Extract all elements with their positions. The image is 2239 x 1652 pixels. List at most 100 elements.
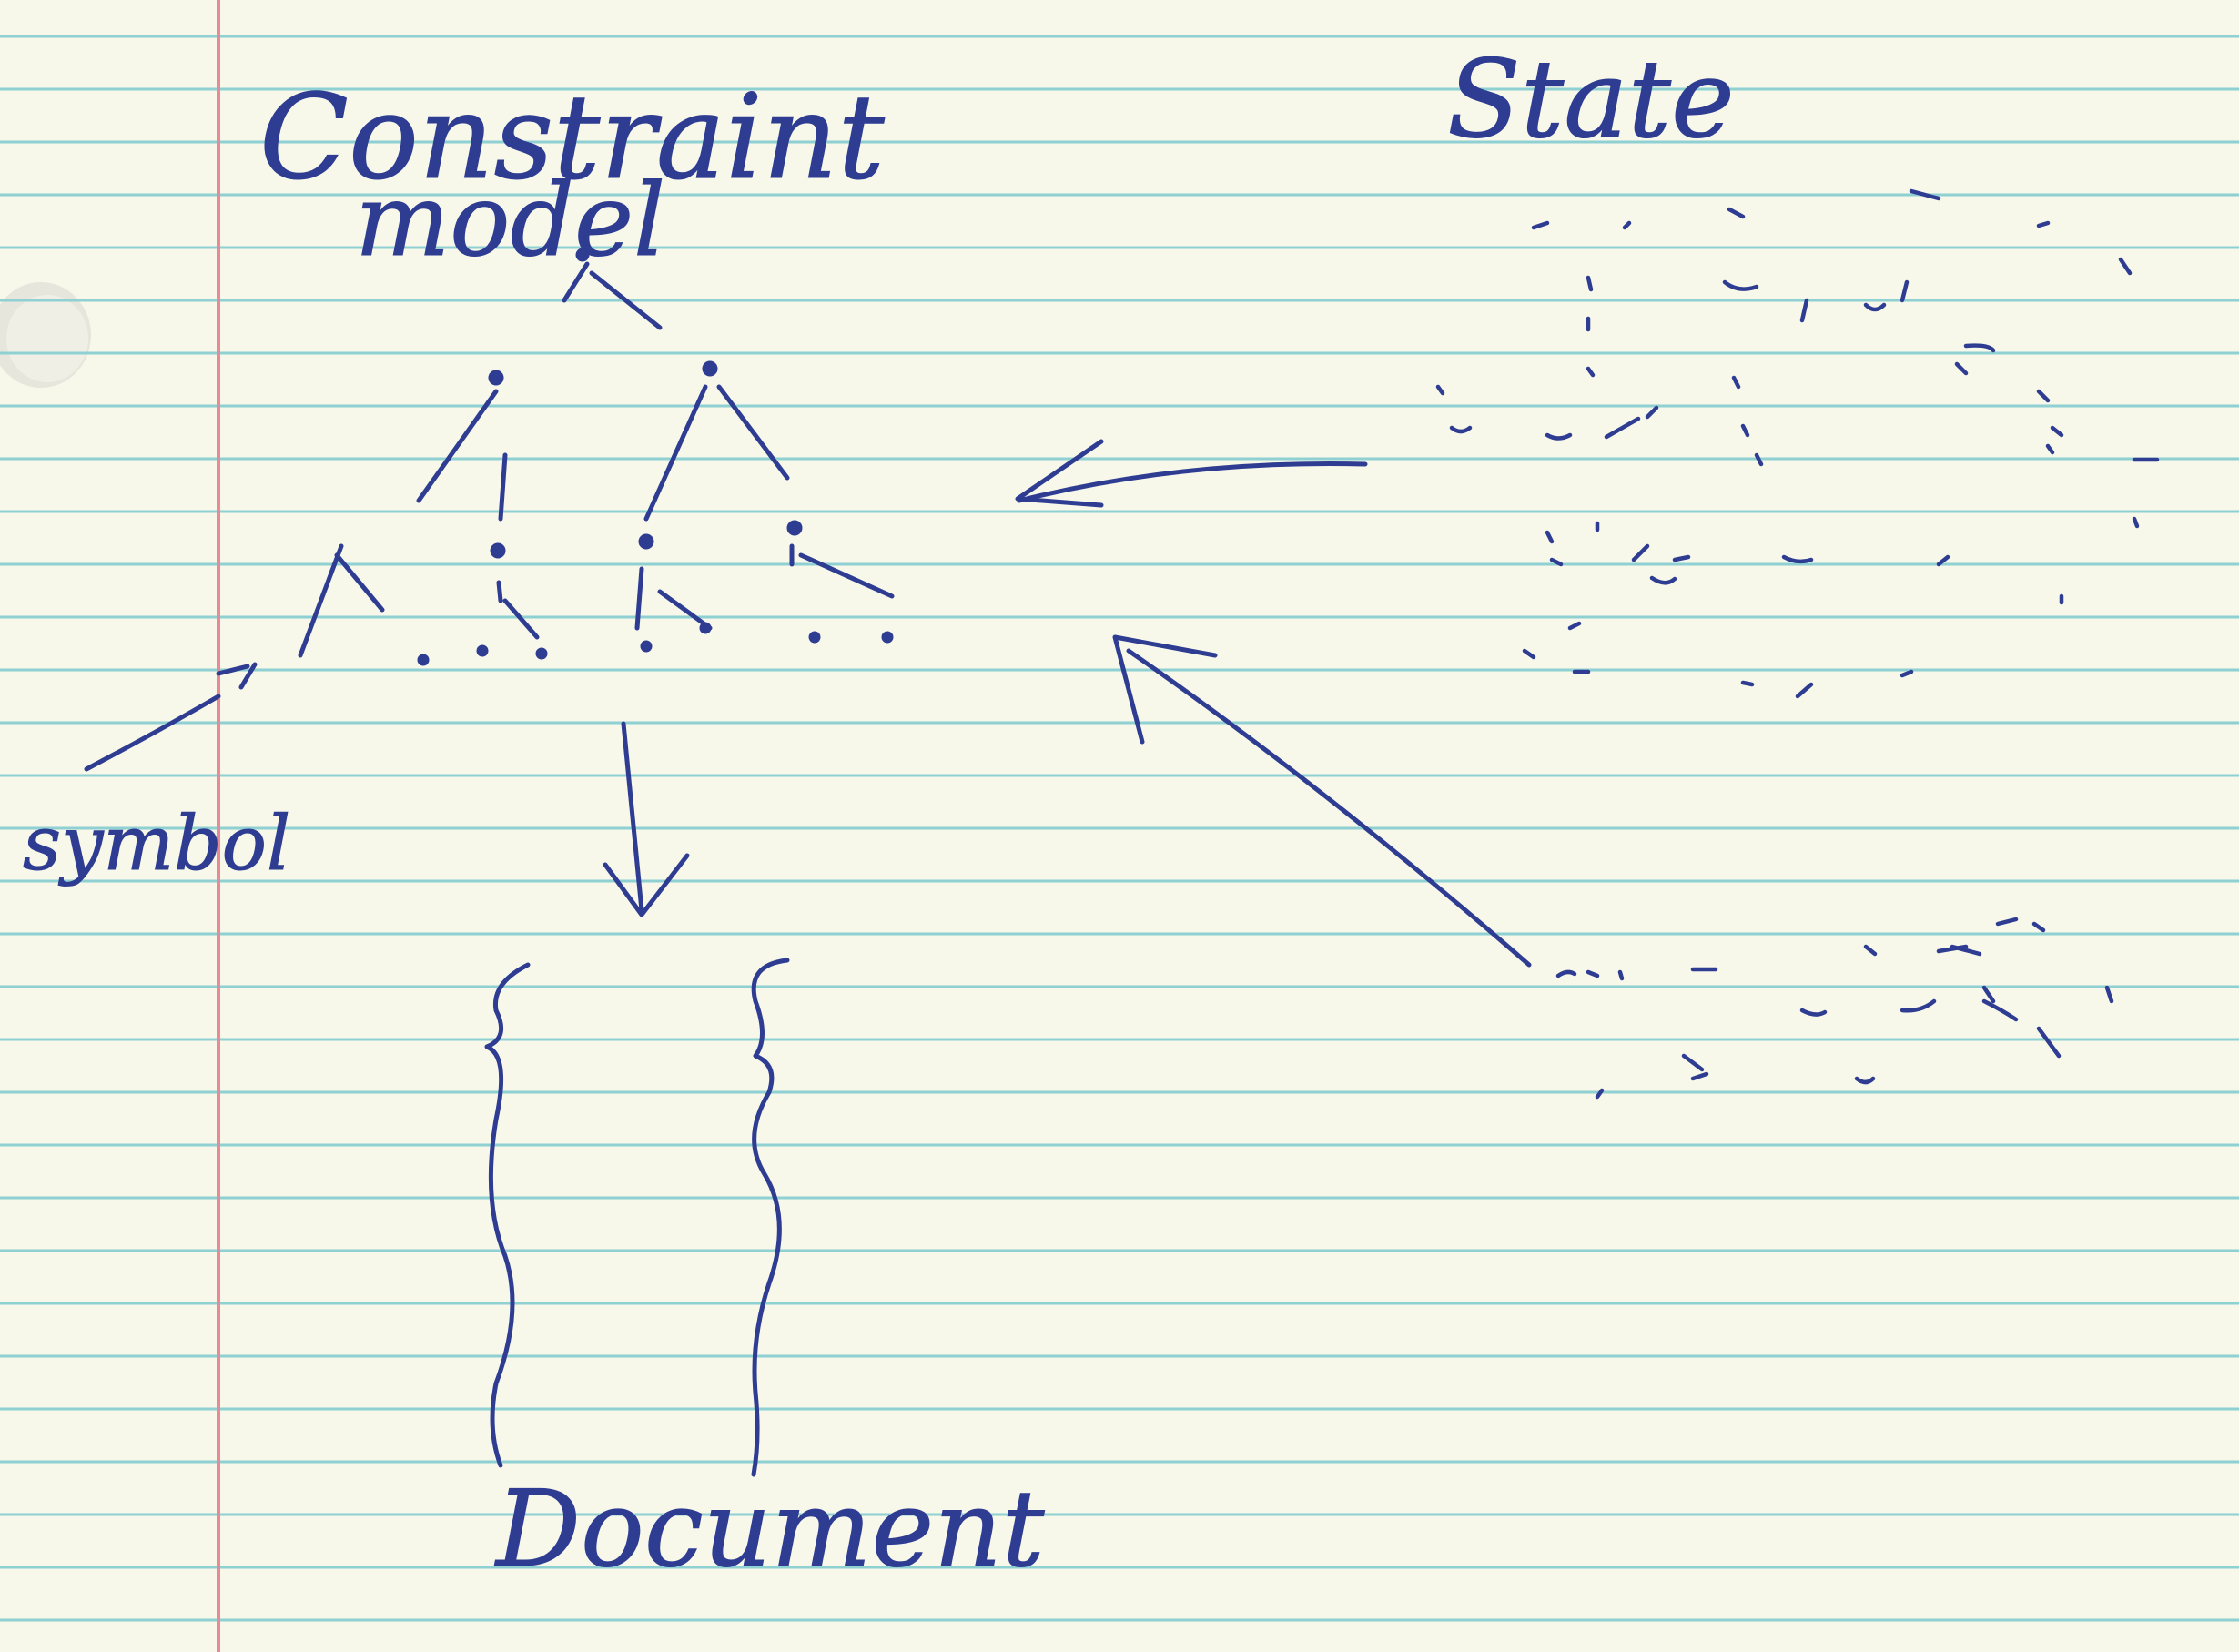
state-dash-mark bbox=[1740, 680, 1755, 687]
document-left-brace bbox=[484, 962, 531, 1468]
state-dash-mark bbox=[1622, 220, 1632, 230]
state-dash-mark bbox=[1435, 384, 1445, 396]
document-right-brace bbox=[751, 958, 790, 1477]
state-dash-mark bbox=[2045, 443, 2055, 455]
state-dash-mark bbox=[1545, 432, 1573, 441]
state-dash-mark bbox=[1936, 554, 1950, 567]
symbol-node-mark bbox=[216, 662, 258, 690]
tree-edge bbox=[657, 589, 713, 631]
symbol-label: symbol bbox=[23, 801, 290, 887]
state-dash-mark bbox=[1449, 425, 1473, 434]
symbol-pointer-line bbox=[84, 694, 221, 772]
state-dash-mark bbox=[1740, 423, 1750, 438]
state-dash-mark bbox=[1531, 220, 1550, 230]
document-columns bbox=[484, 958, 790, 1477]
punch-hole-shadow bbox=[6, 295, 88, 382]
constraint-tree bbox=[84, 248, 895, 772]
tree-edge bbox=[798, 552, 895, 599]
state-dash-mark bbox=[1863, 302, 1887, 312]
state-dash-mark bbox=[2050, 425, 2064, 438]
state-dash-mark bbox=[1617, 969, 1625, 981]
state-dash-mark bbox=[1549, 557, 1564, 567]
state-dash-mark bbox=[1522, 648, 1536, 660]
tree-node bbox=[638, 533, 654, 550]
tree-node bbox=[702, 360, 718, 377]
tree-leaf bbox=[808, 631, 821, 644]
tree-leaf bbox=[535, 647, 548, 660]
tree-edge bbox=[716, 384, 790, 481]
state-dash-mark bbox=[1954, 361, 1969, 376]
state-dash-mark bbox=[1545, 530, 1555, 544]
state-dash-mark bbox=[1586, 366, 1596, 378]
state-dash-mark bbox=[1731, 375, 1741, 390]
tree-edge bbox=[634, 566, 644, 631]
state-dash-mark bbox=[2036, 1026, 2062, 1059]
state-dash-mark bbox=[1781, 554, 1814, 564]
state-dash-mark bbox=[1900, 669, 1914, 678]
tree-leaf bbox=[699, 622, 712, 634]
state-dash-mark bbox=[1722, 279, 1759, 291]
state-dash-mark bbox=[2118, 257, 2133, 276]
tree-leaf bbox=[640, 640, 653, 653]
tree-edge bbox=[589, 270, 663, 330]
tree-edge bbox=[502, 598, 540, 640]
state-dash-mark bbox=[1795, 682, 1814, 699]
state-cluster-top bbox=[1435, 188, 2160, 699]
state-dash-mark bbox=[1586, 969, 1600, 978]
tree-node bbox=[786, 520, 803, 536]
tree-root-node bbox=[575, 248, 590, 262]
tree-edge bbox=[562, 261, 590, 303]
state-dash-mark bbox=[1900, 998, 1937, 1013]
state-dash-mark bbox=[1909, 188, 1941, 201]
state-dash-mark bbox=[1555, 969, 1577, 978]
state-dash-mark bbox=[1754, 452, 1764, 467]
tree-edge bbox=[416, 389, 499, 503]
tree-leaf bbox=[476, 644, 489, 657]
state-dash-mark bbox=[1799, 298, 1809, 323]
state-dash-mark bbox=[1595, 1088, 1605, 1100]
constraint-model-title-line1: Constraint bbox=[259, 70, 885, 206]
state-dash-mark bbox=[1586, 275, 1594, 292]
state-dash-mark bbox=[1863, 944, 1878, 957]
state-dash-mark bbox=[1950, 944, 1982, 957]
state-dash-mark bbox=[1854, 1076, 1876, 1085]
tree-edge bbox=[496, 580, 503, 603]
state-dash-mark bbox=[1645, 405, 1659, 420]
tree-leaf bbox=[417, 654, 430, 666]
state-dash-mark bbox=[1981, 998, 2019, 1022]
state-dash-mark bbox=[1681, 1053, 1705, 1072]
state-cluster-bottom bbox=[1555, 917, 2114, 1100]
arrow-state-cluster-to-model bbox=[1112, 634, 1532, 968]
tree-edge bbox=[498, 452, 508, 522]
tree-edge bbox=[298, 543, 344, 658]
document-title: Document bbox=[494, 1468, 1045, 1591]
state-dash-mark bbox=[1672, 554, 1691, 562]
state-dash-mark bbox=[1690, 1071, 1709, 1081]
state-dash-mark bbox=[1649, 575, 1677, 585]
state-dash-mark bbox=[2036, 220, 2051, 228]
state-dash-mark bbox=[1567, 621, 1582, 631]
state-title: State bbox=[1447, 36, 1735, 162]
tree-edge bbox=[334, 552, 385, 613]
constraint-model-title-line2: model bbox=[355, 162, 665, 279]
state-dash-mark bbox=[1631, 543, 1650, 562]
state-dash-mark bbox=[2104, 985, 2114, 1004]
state-dash-mark bbox=[1799, 1008, 1828, 1017]
tree-leaf bbox=[881, 631, 894, 644]
state-dash-mark bbox=[1604, 416, 1641, 440]
state-dash-mark bbox=[1900, 279, 1910, 303]
tree-node bbox=[490, 542, 506, 559]
arrow-tree-to-document bbox=[603, 721, 690, 917]
state-dash-mark bbox=[1727, 207, 1746, 219]
state-dash-mark bbox=[1981, 985, 1996, 1004]
state-dash-mark bbox=[2036, 389, 2051, 403]
arrow-state-to-model bbox=[1015, 439, 1368, 508]
state-dash-mark bbox=[2031, 921, 2046, 933]
state-dash-mark bbox=[1963, 343, 1996, 353]
ruled-lines bbox=[0, 35, 2239, 1622]
tree-edge bbox=[643, 384, 708, 522]
state-dash-mark bbox=[1995, 917, 2019, 927]
